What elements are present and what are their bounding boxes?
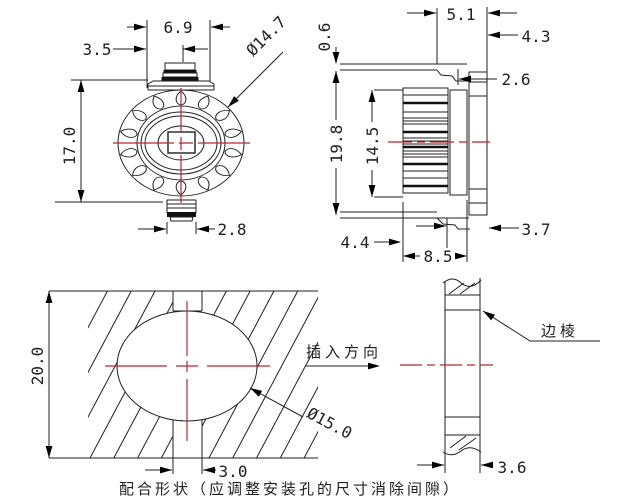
dim-hole-notch-label: 3.0 — [219, 462, 248, 481]
mounting-hole-view: 20.0 3.0 Ø15.0 插入方向 — [28, 290, 382, 481]
dim-hole-height: 20.0 — [28, 291, 53, 458]
dim-side-tip: 5.1 — [407, 5, 517, 72]
dim-front-height: 17.0 — [55, 79, 163, 203]
hatched-panel — [88, 291, 318, 458]
edge-ridge-label: 边棱 — [541, 322, 579, 340]
insert-direction-note: 插入方向 — [306, 343, 382, 370]
dim-front-height-label: 17.0 — [60, 127, 79, 166]
dim-front-stem-label: 2.8 — [218, 220, 247, 239]
dim-side-height: 19.8 — [327, 71, 346, 215]
dim-plate-thickness: 3.6 — [417, 452, 526, 477]
dim-side-flange-offset-label: 4.3 — [522, 27, 551, 46]
dim-side-flange-offset: 4.3 — [488, 27, 550, 46]
dim-side-knurl-height-label: 14.5 — [363, 127, 382, 166]
snap-arms — [340, 63, 470, 230]
dim-front-width-label: 6.9 — [164, 18, 193, 37]
dim-hole-notch: 3.0 — [145, 462, 247, 481]
dim-plate-thickness-label: 3.6 — [498, 458, 527, 477]
dim-side-tip-label: 5.1 — [447, 5, 476, 24]
dim-side-flange-thickness-label: 3.7 — [522, 220, 551, 239]
dim-side-body-depth-label: 8.5 — [424, 247, 453, 266]
drawing-caption: 配合形状（应调整安装孔的尺寸消除间隙） — [119, 480, 461, 498]
dim-side-flange-thickness: 3.7 — [416, 220, 550, 239]
side-view: 5.1 4.3 2.6 0.6 19.8 — [315, 5, 550, 266]
dim-side-step-label: 2.6 — [502, 70, 531, 89]
dim-front-width: 6.9 — [127, 18, 230, 88]
dim-side-height-label: 19.8 — [327, 125, 346, 164]
dim-side-hub-label: 4.4 — [341, 233, 370, 252]
dim-side-hub: 4.4 — [341, 233, 401, 252]
insert-direction-label: 插入方向 — [306, 343, 382, 361]
edge-ridge-callout: 边棱 — [481, 308, 600, 342]
dim-side-knurl-height: 14.5 — [363, 89, 403, 198]
dim-front-stem: 2.8 — [138, 220, 246, 239]
front-view: 6.9 3.5 17.0 Ø14.7 2.8 — [55, 12, 290, 239]
dim-front-diameter: Ø14.7 — [225, 12, 290, 110]
knob-bottom-stem — [166, 199, 197, 222]
dim-front-offset: 3.5 — [83, 40, 208, 62]
dim-hole-height-label: 20.0 — [28, 347, 47, 386]
dim-side-body-depth: 8.5 — [402, 200, 468, 266]
dim-side-step: 2.6 — [457, 69, 531, 89]
plate-outline — [442, 278, 482, 456]
hole-centerlines — [105, 301, 270, 441]
plate-section-view: 边棱 3.6 — [400, 278, 600, 477]
dim-side-arm-thickness-label: 0.6 — [315, 23, 334, 52]
front-centerlines — [113, 88, 250, 203]
knob-top-stem — [147, 62, 215, 91]
dim-side-arm-thickness: 0.6 — [315, 23, 340, 64]
flange — [468, 71, 488, 216]
dim-front-offset-label: 3.5 — [83, 40, 112, 59]
knurled-cylinder — [402, 87, 449, 194]
